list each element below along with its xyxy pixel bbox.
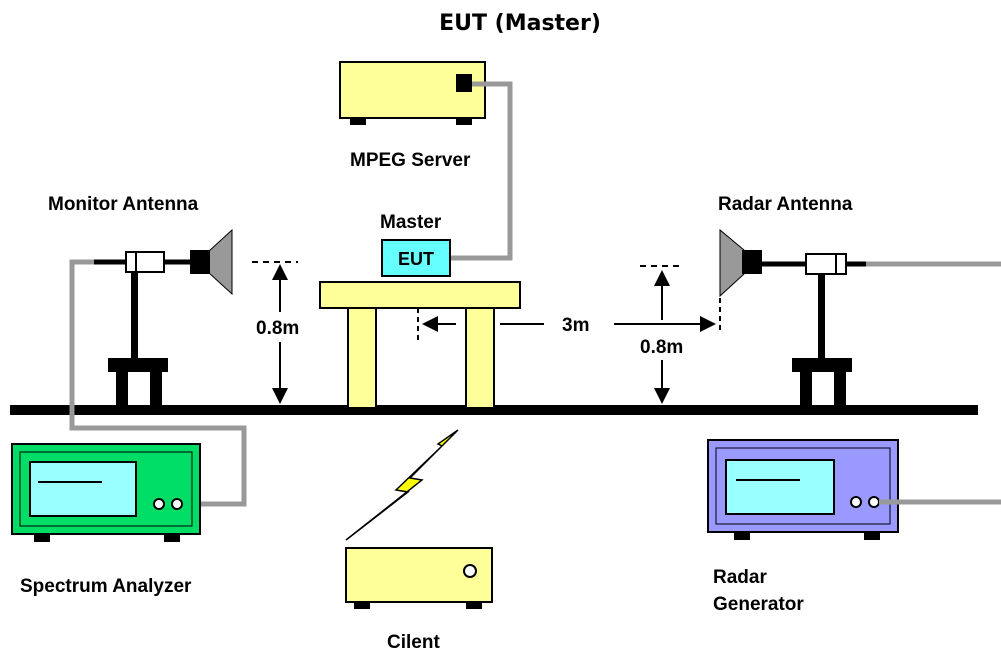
client-device [345, 547, 493, 609]
mpeg-eut-cable [450, 81, 513, 261]
height-right-label: 0.8m [640, 337, 683, 358]
monitor-antenna-cable [69, 259, 247, 507]
distance-label: 3m [562, 315, 589, 336]
distance-marker [417, 298, 721, 340]
diagram-title: EUT (Master) [439, 11, 601, 36]
client-label: Cilent [387, 632, 440, 652]
lightning-icon [345, 429, 459, 541]
master-label: Master [380, 212, 442, 233]
ground-plane [10, 405, 978, 415]
radar-generator [707, 439, 899, 540]
radar-antenna [719, 228, 868, 406]
eut-device [381, 239, 451, 277]
monitor-antenna-label: Monitor Antenna [48, 194, 199, 215]
height-marker-right [640, 265, 684, 404]
eut-label: EUT [398, 249, 434, 269]
radar-generator-label-line1: Radar [713, 567, 767, 588]
spectrum-analyzer [11, 443, 201, 542]
spectrum-analyzer-label: Spectrum Analyzer [20, 576, 192, 597]
radar-antenna-label: Radar Antenna [718, 194, 853, 215]
monitor-antenna [92, 228, 233, 406]
height-marker-left [252, 261, 298, 404]
test-table [319, 281, 521, 409]
mpeg-server-label: MPEG Server [350, 150, 471, 171]
radar-generator-label-line2: Generator [713, 594, 804, 615]
height-left-label: 0.8m [256, 318, 299, 339]
mpeg-server [339, 61, 486, 125]
